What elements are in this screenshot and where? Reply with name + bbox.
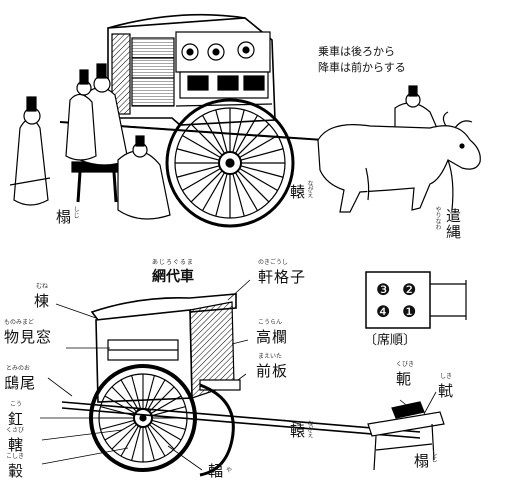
label-nokigoushi: 軒格子: [258, 268, 307, 286]
shiji-stool-top: [71, 161, 123, 203]
wheel-spoke: [104, 422, 136, 441]
wheel-spoke: [176, 165, 220, 178]
seat-4: ❹: [376, 302, 391, 321]
ruby-shiji-top: しじ: [72, 206, 79, 218]
wheel-spoke: [147, 425, 166, 457]
wheel-spoke: [237, 170, 270, 203]
ruby-nagae-top: ながえ: [306, 180, 313, 198]
seat-2: ❷: [402, 280, 417, 299]
seating-caption: 〔席順〕: [364, 333, 417, 348]
ruby-kou: こう: [10, 401, 23, 408]
title-ajiroguruma: 網代車: [152, 269, 194, 285]
ruby-shiki: しき: [440, 373, 453, 380]
wheel-spoke: [100, 419, 135, 430]
wheel-spoke: [104, 395, 136, 414]
wheel-spoke: [182, 134, 221, 159]
wheel-spoke: [148, 386, 175, 413]
wheel-spoke: [147, 379, 166, 411]
alighting-note: 降車は前からする: [318, 61, 406, 74]
cart-body-top: [107, 13, 276, 126]
ruby-kouran: こうらん: [258, 319, 283, 326]
yarinawa-rope: [447, 159, 454, 211]
ox: [317, 111, 481, 213]
wheel-spoke: [120, 379, 139, 411]
label-shiji-top: 榻: [56, 208, 73, 226]
title-ruby: あじろぐるま: [152, 259, 194, 266]
top-ox-cart-illustration: [9, 13, 481, 228]
wheel-spoke: [240, 148, 284, 161]
ruby-nagae-bottom: ながえ: [306, 420, 313, 438]
wheel-spoke: [120, 425, 139, 457]
wheel-spoke: [176, 148, 220, 161]
wheel-spoke: [131, 426, 142, 461]
wheel-spoke: [201, 115, 226, 154]
label-ya: 輻: [208, 462, 225, 480]
wheel-spoke: [151, 419, 186, 430]
wheel-spoke: [182, 167, 221, 192]
seat-3: ❸: [376, 280, 391, 299]
wheel-spoke: [100, 406, 135, 417]
ruby-kubiki: くびき: [396, 361, 415, 368]
wheel-spoke: [111, 423, 138, 450]
label-kou: 釭: [8, 410, 25, 428]
wheel-spoke: [190, 123, 223, 156]
label-shiji-bottom: 榻: [414, 452, 431, 470]
wheel-spoke: [150, 422, 182, 441]
seating-chart-box: [365, 271, 467, 329]
label-monomimado: 物見窓: [4, 328, 53, 346]
wheel-spoke: [232, 109, 245, 153]
wheel-spoke: [148, 423, 175, 450]
seat-1: ❶: [402, 302, 417, 321]
leader-lines: [40, 279, 437, 471]
label-koshiki: 轂: [8, 462, 25, 480]
wheel-spoke: [150, 395, 182, 414]
label-nagae-top: 轅: [290, 183, 307, 201]
ruby-maeita: まえいた: [258, 353, 283, 360]
label-yarinawa: 遣縄: [444, 208, 462, 240]
wheel-spoke: [144, 426, 155, 461]
label-kusabi: 轄: [8, 436, 25, 454]
wheel-spoke: [215, 109, 228, 153]
ruby-yarinawa: やりなわ: [434, 206, 441, 230]
ruby-kusabi: くさび: [6, 427, 25, 434]
label-tobinoo: 鴟尾: [4, 374, 37, 392]
wheel-spoke: [111, 386, 138, 413]
wheel-spoke: [234, 172, 259, 211]
ruby-ya: や: [226, 467, 233, 474]
wheel-spokes-top: [175, 108, 285, 218]
wheel-spoke: [239, 167, 278, 192]
wheel-spoke: [215, 173, 228, 217]
label-shiki: 軾: [438, 382, 455, 400]
label-kouran: 高欄: [256, 328, 289, 346]
wheel-spoke: [237, 123, 270, 156]
wheel-spoke: [144, 375, 155, 410]
label-mune: 棟: [34, 292, 51, 310]
bottom-ajiro-cart-illustration: [61, 293, 445, 477]
wheel-spoke: [131, 375, 142, 410]
wheel-spoke: [239, 134, 278, 159]
ruby-tobinoo: とみのお: [6, 365, 31, 372]
ruby-koshiki: こしき: [6, 453, 25, 460]
ruby-nokigoushi: のきごうし: [258, 259, 288, 266]
label-maeita: 前板: [256, 362, 289, 380]
wheel-spoke: [232, 173, 245, 217]
wheel-spoke: [190, 170, 223, 203]
wheel-spoke: [240, 165, 284, 178]
ruby-shiji-bottom: しじ: [430, 450, 437, 462]
ruby-monomimado: ものみまど: [4, 319, 35, 326]
boarding-note: 乗車は後ろから: [318, 45, 395, 58]
ruby-mune: むね: [36, 283, 49, 290]
label-nagae-bottom: 轅: [290, 422, 307, 440]
wheel-spoke: [151, 406, 186, 417]
label-kubiki: 軛: [396, 370, 413, 388]
wheel-spoke: [201, 172, 226, 211]
